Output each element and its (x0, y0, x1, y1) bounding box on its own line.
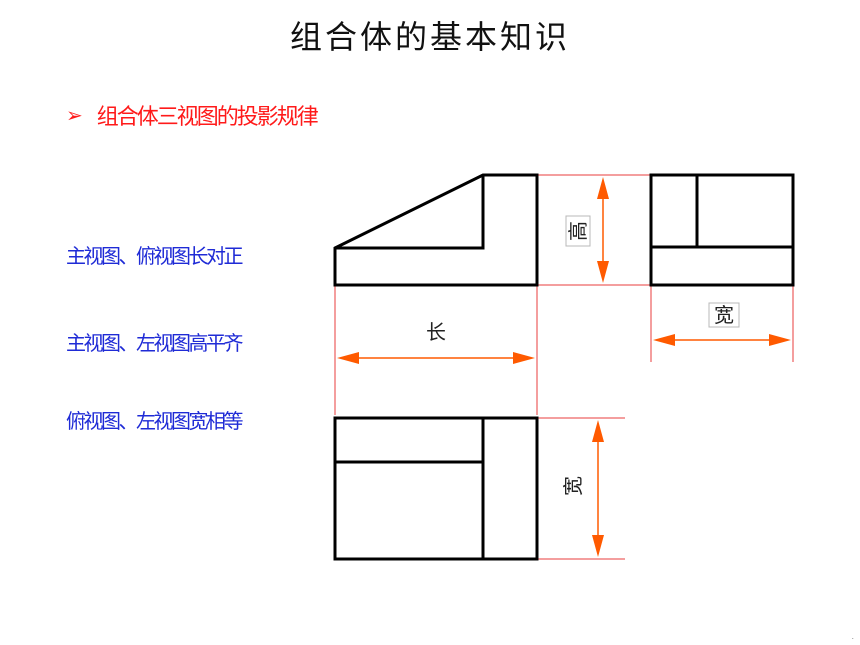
side-width-label: 宽 (714, 303, 734, 327)
front-view-inner-edge (335, 175, 485, 250)
arrow-down-icon (597, 261, 609, 283)
side-width-label-box (708, 302, 740, 328)
arrow-down-icon (592, 535, 604, 557)
arrow-right-icon (513, 352, 535, 364)
height-label: 高 (566, 221, 590, 241)
rule-height-level: 主视图、左视图高平齐 (66, 331, 244, 355)
side-view-outline (649, 173, 795, 287)
top-width-label: 宽 (561, 476, 585, 496)
section-heading: ➢ 组合体三视图的投影规律 (66, 99, 319, 131)
front-view-outline (333, 173, 539, 287)
page-title: 组合体的基本知识 (289, 18, 570, 56)
arrow-left-icon (337, 352, 359, 364)
section-heading-text: 组合体三视图的投影规律 (96, 105, 319, 130)
arrow-left-icon (653, 334, 675, 346)
dimension-arrows (337, 177, 791, 557)
rule-length-aligned: 主视图、俯视图长对正 (66, 244, 244, 268)
height-label-box (565, 215, 591, 247)
length-label: 长 (426, 320, 446, 344)
corner-dot: . (851, 632, 854, 641)
arrow-bullet-icon: ➢ (66, 103, 83, 127)
arrow-up-icon (597, 177, 609, 199)
arrow-up-icon (592, 420, 604, 442)
rule-width-equal: 俯视图、左视图宽相等 (66, 409, 244, 433)
top-view-outline (333, 416, 539, 561)
view-outlines (333, 173, 795, 561)
projection-guide-lines (334, 174, 794, 560)
arrow-right-icon (769, 334, 791, 346)
